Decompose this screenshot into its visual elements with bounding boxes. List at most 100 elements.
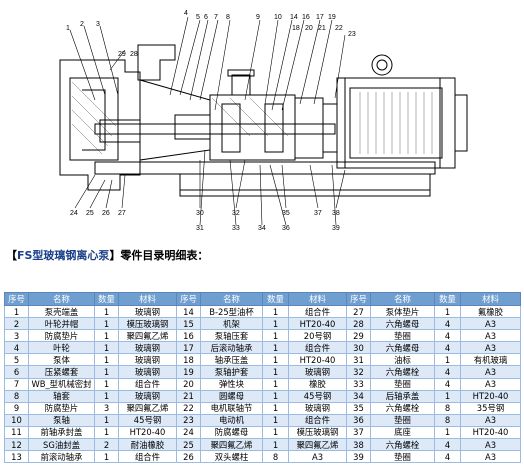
table-cell: 玻璃钢 [288, 365, 347, 379]
table-cell: 油标 [370, 353, 435, 367]
table-cell: 六角螺栓 [370, 438, 435, 452]
table-cell: 9 [4, 401, 29, 415]
table-cell: 1 [94, 341, 119, 355]
table-cell: 1 [94, 450, 119, 464]
table-cell: SG油封盖 [28, 438, 95, 452]
table-cell: 泵轴压套 [200, 329, 263, 343]
table-cell: HT20-40 [118, 425, 177, 440]
caption-prefix: 【 [6, 249, 17, 262]
svg-text:1: 1 [66, 25, 70, 32]
table-cell: 组合件 [288, 341, 347, 355]
table-cell: 聚四氟乙烯 [118, 329, 177, 343]
table-cell: 6 [4, 365, 29, 379]
table-cell: 4 [4, 341, 29, 355]
table-cell: 4 [434, 450, 461, 464]
table-header-row: 序号名称数量材料序号名称数量材料序号名称数量材料 [4, 292, 521, 306]
table-cell: 2 [4, 317, 29, 331]
table-cell: 泵体垫片 [370, 304, 435, 319]
column-header: 数量 [262, 292, 289, 306]
svg-text:20: 20 [305, 25, 313, 32]
table-cell: 1 [434, 389, 461, 403]
column-header: 序号 [4, 292, 29, 306]
table-cell: A3 [460, 341, 521, 355]
svg-text:9: 9 [256, 14, 260, 21]
table-cell: 六角螺母 [370, 341, 435, 355]
table-cell: 防腐螺母 [200, 425, 263, 440]
pump-casing [59, 59, 141, 191]
column-header: 名称 [370, 292, 435, 306]
svg-text:36: 36 [282, 225, 290, 232]
svg-text:30: 30 [196, 210, 204, 217]
svg-text:5: 5 [196, 14, 200, 21]
table-cell: 39 [346, 450, 371, 464]
table-cell: 18 [176, 353, 201, 367]
table-cell: 38 [346, 438, 371, 452]
table-cell: 1 [434, 304, 461, 319]
base-plinth [179, 173, 431, 191]
table-cell: WB_型机械密封 [28, 377, 95, 391]
oil-cup [231, 74, 251, 96]
table-cell: 电机联轴节 [200, 401, 263, 415]
table-cell: 轴套 [28, 389, 95, 403]
table-cell: 1 [262, 304, 289, 319]
table-cell: 30 [346, 341, 371, 355]
table-cell: 聚四氟乙烯 [288, 438, 347, 452]
table-cell: 7 [4, 377, 29, 391]
svg-text:16: 16 [302, 14, 310, 21]
svg-text:33: 33 [232, 225, 240, 232]
table-cell: 耐油橡胶 [118, 438, 177, 452]
table-cell: 垫圈 [370, 329, 435, 343]
svg-text:14: 14 [290, 14, 298, 21]
svg-text:31: 31 [196, 225, 204, 232]
table-cell: 12 [4, 438, 29, 452]
table-cell: 45号钢 [288, 389, 347, 403]
table-cell: 1 [94, 377, 119, 391]
table-cell: 电动机 [200, 413, 263, 427]
svg-text:18: 18 [292, 25, 300, 32]
table-cell: A3 [460, 365, 521, 379]
table-cell: 1 [262, 413, 289, 427]
table-cell: 37 [346, 425, 371, 440]
table-cell: 组合件 [118, 450, 177, 464]
table-cell: 1 [94, 413, 119, 427]
table-cell: 20号钢 [288, 329, 347, 343]
table-cell: 压紧螺套 [28, 365, 95, 379]
table-cell: 24 [176, 425, 201, 440]
table-cell: 35 [346, 401, 371, 415]
table-cell: 弹性块 [200, 377, 263, 391]
table-cell: 氟橡胶 [460, 304, 521, 319]
table-cell: 玻璃钢 [118, 389, 177, 403]
table-cell: 21 [176, 389, 201, 403]
outlet-flange [137, 44, 176, 81]
table-cell: 16 [176, 329, 201, 343]
table-cell: 22 [176, 401, 201, 415]
table-cell: 六角螺栓 [370, 365, 435, 379]
electric-motor [336, 77, 456, 169]
table-cell: 1 [4, 304, 29, 319]
table-cell: A3 [460, 377, 521, 391]
table-cell: 有机玻璃 [460, 353, 521, 367]
table-cell: 33 [346, 377, 371, 391]
table-cell: 15 [176, 317, 201, 331]
table-cell: 8 [4, 389, 29, 403]
table-cell: 14 [176, 304, 201, 319]
table-cell: 34 [346, 389, 371, 403]
table-cell: 防腐垫片 [28, 401, 95, 415]
table-cell: 1 [94, 304, 119, 319]
table-cell: 27 [346, 304, 371, 319]
table-cell: 1 [262, 425, 289, 440]
table-cell: 1 [94, 425, 119, 440]
table-cell: 泵轴 [28, 413, 95, 427]
table-cell: 1 [262, 401, 289, 415]
table-cell: 叶轮 [28, 341, 95, 355]
table-cell: 23 [176, 413, 201, 427]
svg-text:35: 35 [282, 210, 290, 217]
column-header: 材料 [288, 292, 347, 306]
svg-text:8: 8 [226, 14, 230, 21]
